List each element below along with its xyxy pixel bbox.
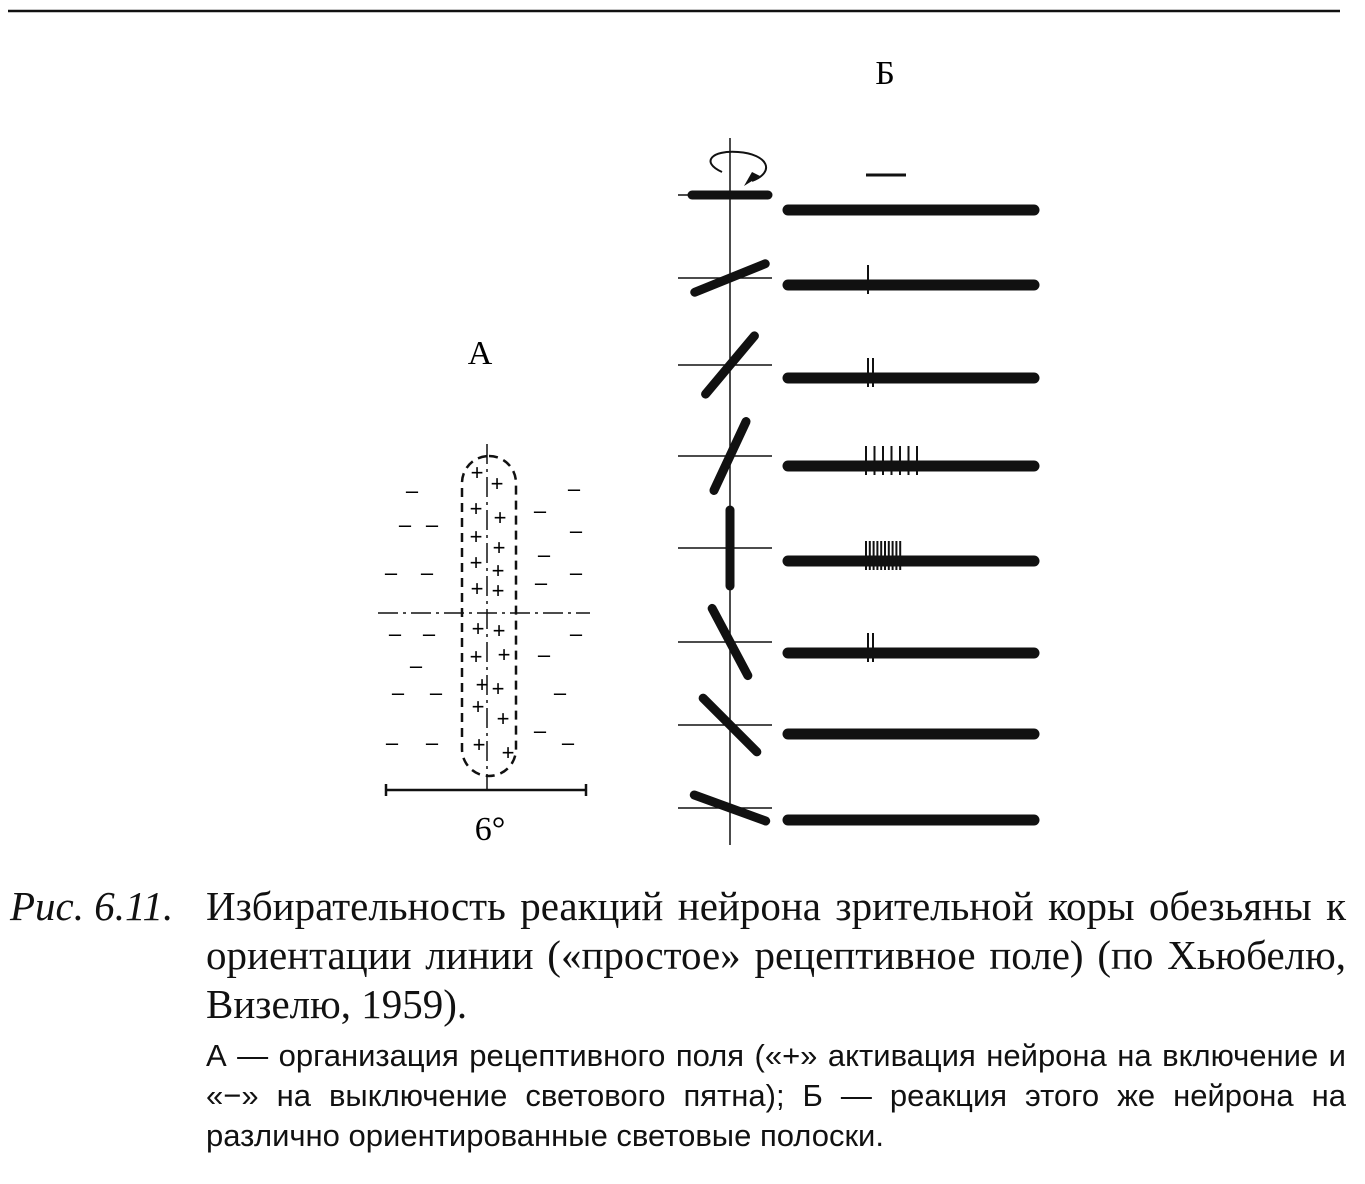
plus-sign: + (494, 505, 507, 530)
stimulus-row (678, 417, 1040, 495)
plus-sign: + (472, 694, 485, 719)
scale-label: 6° (475, 811, 506, 848)
minus-sign: – (534, 718, 547, 743)
minus-sign: – (570, 518, 583, 543)
minus-sign: – (389, 621, 402, 646)
plus-sign: + (473, 732, 486, 757)
figure: А Б ++++++++++++++++++++ –––––––––––––––… (8, 9, 1340, 848)
stimulus-light-bar (707, 603, 753, 681)
minus-sign: – (399, 512, 412, 537)
receptive-field-diagram: ++++++++++++++++++++ –––––––––––––––––––… (378, 444, 590, 848)
plus-sign: + (476, 672, 489, 697)
minus-sign: – (385, 560, 398, 585)
minus-sign: – (392, 680, 405, 705)
plus-sign: + (493, 535, 506, 560)
stimulus-light-bar (690, 259, 770, 297)
plus-sign: + (497, 706, 510, 731)
plus-sign: + (470, 496, 483, 521)
stimulus-light-bar (709, 417, 751, 495)
plus-sign: + (502, 740, 515, 765)
panel-b-label: Б (875, 55, 895, 92)
stimulus-row (678, 331, 1040, 399)
orientation-response-diagram (678, 138, 1040, 845)
minus-sign: – (430, 680, 443, 705)
minus-sign: – (538, 542, 551, 567)
plus-sign: + (471, 576, 484, 601)
figure-title: Избирательность реакций нейрона зрительн… (206, 883, 1346, 1027)
plus-sign: + (498, 642, 511, 667)
minus-sign: – (426, 512, 439, 537)
rotation-arrowhead-icon (744, 172, 760, 186)
stimulus-row (678, 603, 1040, 681)
stimulus-row (678, 190, 1040, 216)
stimulus-light-bar (689, 790, 771, 826)
plus-sign: + (472, 616, 485, 641)
stimulus-light-bar (698, 693, 762, 757)
stimulus-row (678, 790, 1040, 826)
minus-sign: – (426, 730, 439, 755)
plus-sign: + (493, 618, 506, 643)
plus-sign: + (492, 676, 505, 701)
minus-sign: – (410, 653, 423, 678)
plus-sign: + (470, 644, 483, 669)
minus-sign: – (562, 730, 575, 755)
minus-sign: – (570, 560, 583, 585)
stimulus-light-bar (701, 331, 759, 399)
figure-number: Рис. 6.11. (10, 883, 174, 929)
plus-sign: + (492, 558, 505, 583)
minus-signs: ––––––––––––––––––––––– (385, 476, 583, 755)
minus-sign: – (534, 498, 547, 523)
plus-sign: + (471, 460, 484, 485)
stimulus-row (678, 259, 1040, 297)
excitatory-zone-outline (460, 454, 518, 778)
plus-sign: + (491, 471, 504, 496)
minus-sign: – (423, 621, 436, 646)
minus-sign: – (538, 642, 551, 667)
figure-explanation: А — организация рецептивного поля («+» а… (206, 1038, 1346, 1153)
stimulus-row (678, 505, 1040, 591)
minus-sign: – (535, 570, 548, 595)
figure-caption: Рис. 6.11. Избирательность реакций нейро… (10, 882, 1346, 1029)
stimulus-row (678, 693, 1040, 757)
minus-sign: – (570, 621, 583, 646)
minus-sign: – (554, 680, 567, 705)
rotation-arrow-icon (709, 150, 767, 182)
plus-sign: + (492, 578, 505, 603)
plus-sign: + (470, 550, 483, 575)
plus-signs: ++++++++++++++++++++ (470, 460, 515, 765)
minus-sign: – (406, 478, 419, 503)
minus-sign: – (568, 476, 581, 501)
stimulus-rows (678, 190, 1040, 826)
panel-a-label: А (468, 335, 493, 372)
plus-sign: + (470, 524, 483, 549)
minus-sign: – (421, 560, 434, 585)
minus-sign: – (386, 730, 399, 755)
